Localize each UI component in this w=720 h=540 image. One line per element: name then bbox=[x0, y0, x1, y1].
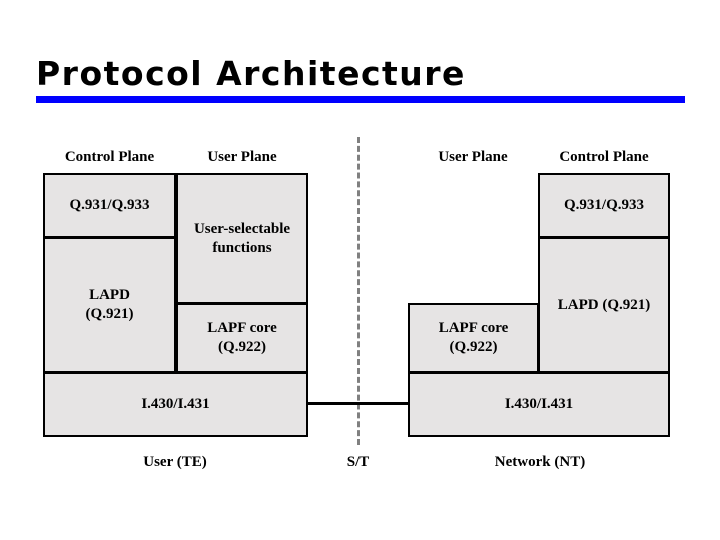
right-bottom-label-network-nt: Network (NT) bbox=[494, 454, 586, 470]
left-user-plane-header: User Plane bbox=[207, 149, 277, 165]
right-box-i430-i431: I.430/I.431 bbox=[408, 372, 670, 437]
left-bottom-label-user-te: User (TE) bbox=[143, 454, 207, 470]
left-box-lapf-core-q922-label: LAPF core (Q.922) bbox=[207, 319, 277, 357]
left-box-q931-q933-label: Q.931/Q.933 bbox=[69, 197, 150, 213]
right-box-lapd-q921: LAPD (Q.921) bbox=[538, 237, 670, 373]
right-user-plane-header: User Plane bbox=[438, 149, 508, 165]
left-control-plane-header: Control Plane bbox=[64, 149, 155, 165]
physical-layer-connector-line bbox=[306, 402, 410, 405]
right-box-lapd-q921-label: LAPD (Q.921) bbox=[557, 296, 651, 313]
right-box-lapf-core-q922-label: LAPF core (Q.922) bbox=[439, 319, 509, 357]
left-box-lapd-q921-line1: LAPD bbox=[89, 287, 130, 303]
left-box-lapd-q921: LAPD (Q.921) bbox=[43, 237, 176, 373]
left-box-lapf-core-q922-line1: LAPF core bbox=[207, 320, 277, 336]
st-reference-dashed-line bbox=[357, 137, 360, 445]
left-box-lapf-core-q922: LAPF core (Q.922) bbox=[176, 303, 308, 373]
left-box-lapd-q921-label: LAPD (Q.921) bbox=[86, 286, 134, 324]
left-box-i430-i431-label: I.430/I.431 bbox=[141, 396, 210, 412]
title-underline-rule bbox=[36, 96, 685, 103]
right-box-lapf-core-q922-line2: (Q.922) bbox=[449, 339, 498, 355]
left-box-i430-i431: I.430/I.431 bbox=[43, 372, 308, 437]
left-box-user-selectable-functions-line2: functions bbox=[212, 239, 272, 256]
right-box-lapf-core-q922: LAPF core (Q.922) bbox=[408, 303, 539, 373]
right-box-q931-q933: Q.931/Q.933 bbox=[538, 173, 670, 238]
left-box-user-selectable-functions: User-selectable functions bbox=[176, 173, 308, 304]
left-box-q931-q933: Q.931/Q.933 bbox=[43, 173, 176, 238]
boundary-label-st: S/T bbox=[346, 454, 370, 470]
left-box-user-selectable-functions-label: User-selectable functions bbox=[194, 220, 290, 258]
right-box-lapf-core-q922-line1: LAPF core bbox=[438, 320, 509, 336]
left-box-user-selectable-functions-line1: User-selectable bbox=[193, 220, 291, 237]
right-control-plane-header: Control Plane bbox=[559, 149, 649, 165]
right-box-q931-q933-label: Q.931/Q.933 bbox=[563, 197, 644, 213]
page-title: Protocol Architecture bbox=[36, 54, 466, 93]
right-box-i430-i431-label: I.430/I.431 bbox=[504, 396, 574, 412]
left-box-lapd-q921-line2: (Q.921) bbox=[85, 306, 134, 322]
left-box-lapf-core-q922-line2: (Q.922) bbox=[218, 339, 266, 355]
